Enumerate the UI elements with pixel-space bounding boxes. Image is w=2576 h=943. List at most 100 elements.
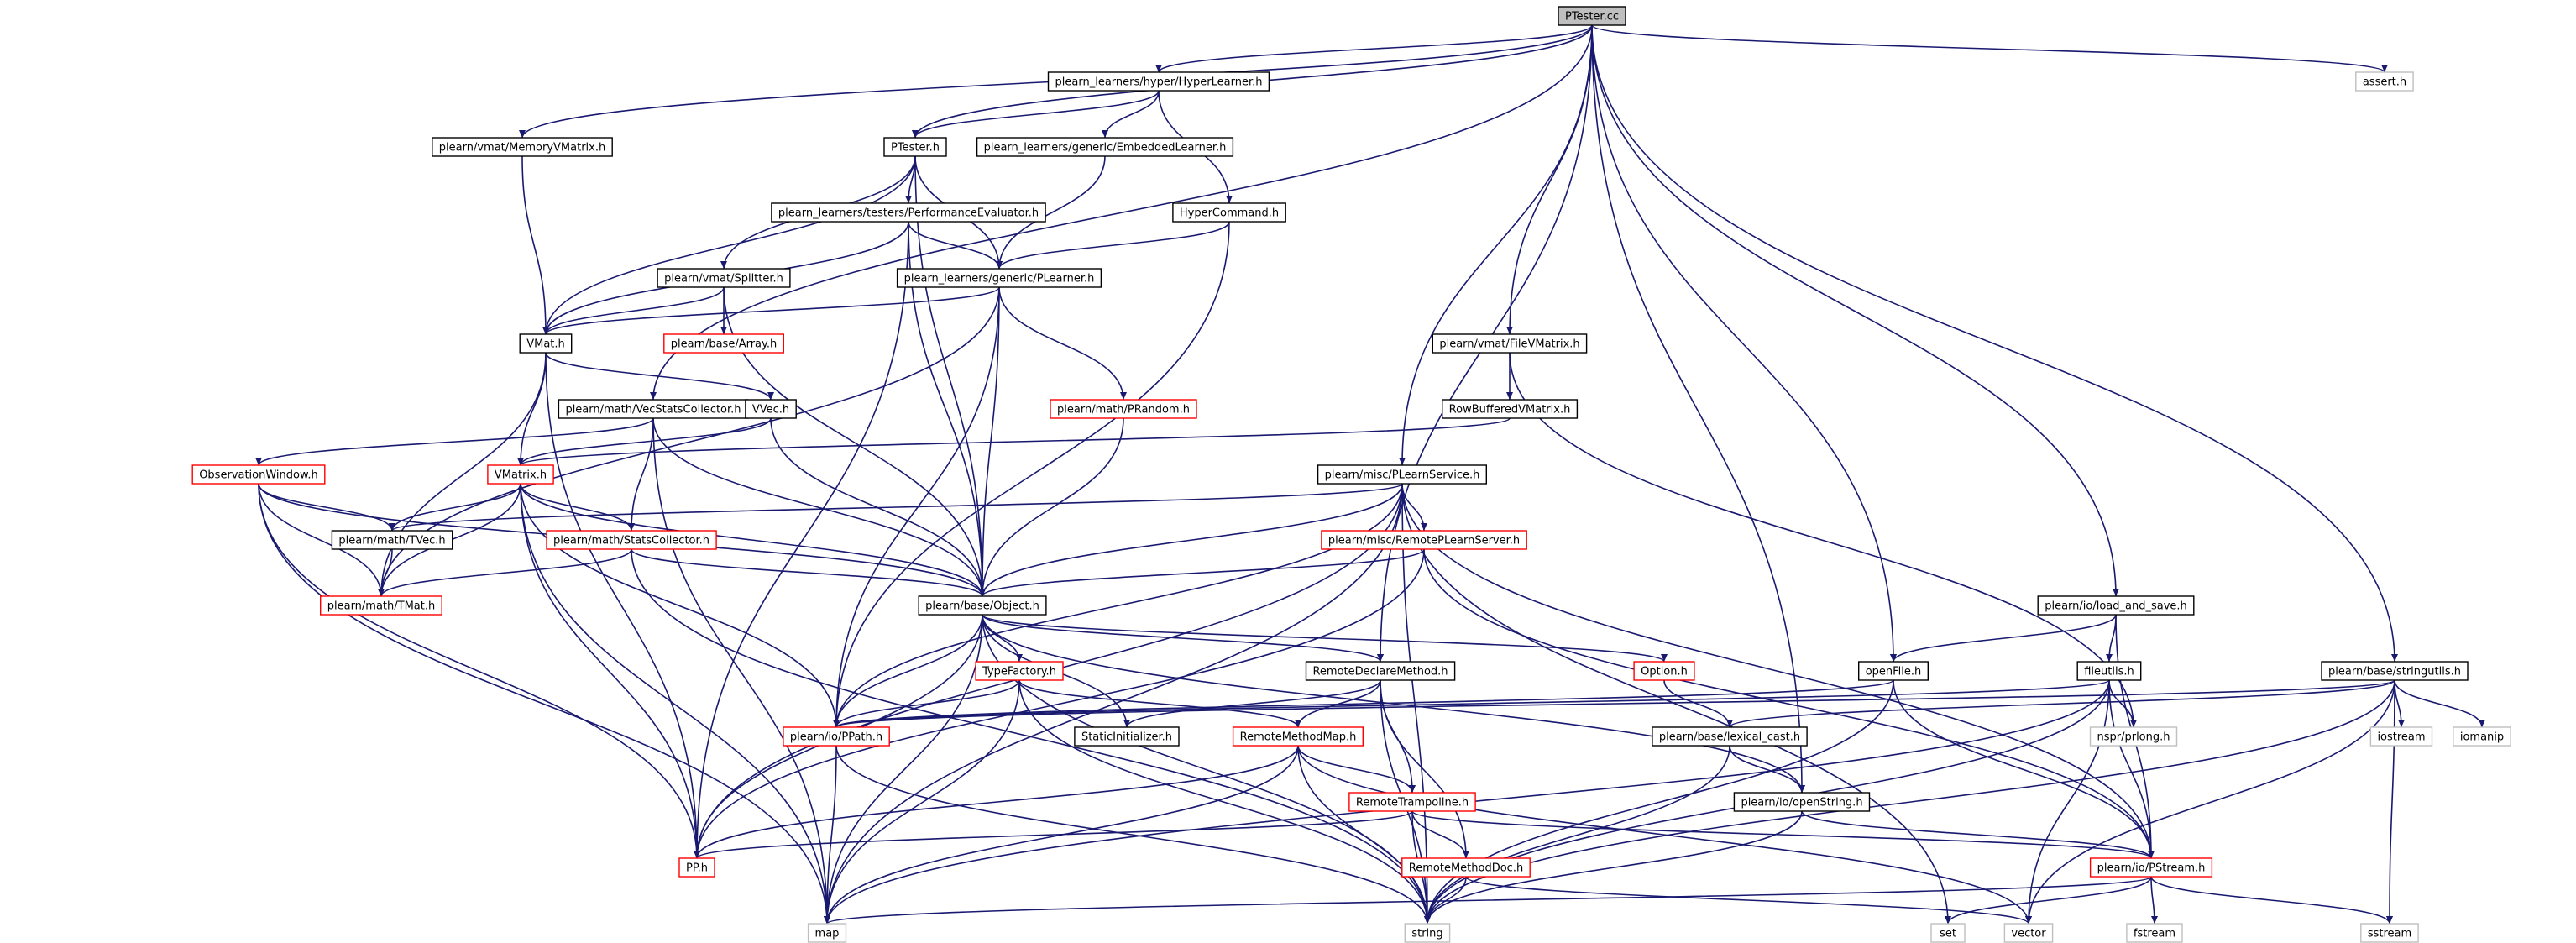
node-vmatrix[interactable]: VMatrix.h xyxy=(487,464,554,485)
node-label: vector xyxy=(2011,928,2046,940)
node-remmap[interactable]: RemoteMethodMap.h xyxy=(1232,726,1364,747)
node-hyperl[interactable]: plearn_learners/hyper/HyperLearner.h xyxy=(1047,71,1270,92)
edge-path xyxy=(982,614,1668,663)
edge-remtramp-to-remdoc xyxy=(1411,810,1469,859)
node-openfile[interactable]: openFile.h xyxy=(1857,661,1929,681)
node-label: VMat.h xyxy=(526,338,565,351)
edge-hyperl-to-embedded xyxy=(1102,90,1160,139)
node-label: assert.h xyxy=(2363,76,2406,89)
node-pstream[interactable]: plearn/io/PStream.h xyxy=(2089,857,2213,878)
edge-root-to-vecstats xyxy=(650,24,1593,401)
edge-path xyxy=(1591,24,1897,663)
node-root[interactable]: PTester.cc xyxy=(1558,6,1626,26)
edge-path xyxy=(1424,876,1467,925)
edge-path xyxy=(1591,24,1805,794)
node-remotedecl[interactable]: RemoteDeclareMethod.h xyxy=(1305,661,1456,681)
edge-path xyxy=(824,483,1403,925)
edge-perfeval-to-pp xyxy=(694,221,909,859)
node-statscol[interactable]: plearn/math/StatsCollector.h xyxy=(546,530,717,550)
node-box xyxy=(807,923,847,943)
node-ppath[interactable]: plearn/io/PPath.h xyxy=(783,726,890,747)
edge-path xyxy=(1401,483,1427,532)
node-box xyxy=(1074,726,1180,747)
node-option[interactable]: Option.h xyxy=(1633,661,1695,681)
node-vmat[interactable]: VMat.h xyxy=(519,333,573,354)
edge-stringutils-to-sstream xyxy=(2386,679,2395,925)
node-box xyxy=(432,137,613,157)
edge-stringutils-to-vector xyxy=(2025,679,2395,925)
node-plearner[interactable]: plearn_learners/generic/PLearner.h xyxy=(896,268,1102,288)
node-label: plearn/base/lexical_cast.h xyxy=(1659,731,1800,744)
node-perfeval[interactable]: plearn_learners/testers/PerformanceEvalu… xyxy=(771,202,1046,223)
edge-path xyxy=(1509,352,2137,728)
edge-openstring-to-string xyxy=(1424,810,1803,925)
node-tvec[interactable]: plearn/math/TVec.h xyxy=(331,530,453,550)
node-label: plearn/misc/PLearnService.h xyxy=(1325,469,1480,482)
node-embedded[interactable]: plearn_learners/generic/EmbeddedLearner.… xyxy=(976,137,1234,157)
edge-path xyxy=(833,221,1230,728)
node-box xyxy=(745,399,797,419)
edge-stringutils-to-lexcast xyxy=(1726,679,2395,728)
node-remdoc[interactable]: RemoteMethodDoc.h xyxy=(1401,857,1531,878)
edge-path xyxy=(833,679,1894,728)
edge-pstream-to-fstream xyxy=(2150,876,2158,925)
edge-fileutils-to-vector xyxy=(2025,679,2110,925)
node-label: plearn/base/stringutils.h xyxy=(2328,666,2461,678)
node-prandom[interactable]: plearn/math/PRandom.h xyxy=(1050,399,1197,419)
node-array[interactable]: plearn/base/Array.h xyxy=(663,333,784,354)
node-plearnsvc[interactable]: plearn/misc/PLearnService.h xyxy=(1317,464,1487,485)
node-staticinit[interactable]: StaticInitializer.h xyxy=(1074,726,1180,747)
edge-remotedecl-to-remdoc xyxy=(1380,679,1469,859)
edge-path xyxy=(1102,90,1160,139)
node-vecstats[interactable]: plearn/math/VecStatsCollector.h xyxy=(558,399,749,419)
node-label: plearn/vmat/FileVMatrix.h xyxy=(1439,338,1579,351)
node-box xyxy=(2321,661,2469,681)
node-memvm[interactable]: plearn/vmat/MemoryVMatrix.h xyxy=(432,137,613,157)
node-stringutils[interactable]: plearn/base/stringutils.h xyxy=(2321,661,2469,681)
node-fileutils[interactable]: fileutils.h xyxy=(2076,661,2142,681)
edge-plearnsvc-to-string xyxy=(1401,483,1431,925)
node-box xyxy=(783,726,890,747)
node-hypercmd[interactable]: HyperCommand.h xyxy=(1172,202,1286,223)
node-remtramp[interactable]: RemoteTrampoline.h xyxy=(1348,792,1476,812)
node-vector: vector xyxy=(2003,923,2054,943)
edge-path xyxy=(652,417,986,597)
edge-typefactory-to-remmap xyxy=(1018,679,1301,728)
edge-path xyxy=(996,221,1230,270)
node-typefactory[interactable]: TypeFactory.h xyxy=(975,661,1064,681)
node-obswin[interactable]: ObservationWindow.h xyxy=(191,464,326,485)
node-tmat[interactable]: plearn/math/TMat.h xyxy=(320,595,442,616)
edge-path xyxy=(1155,24,1593,73)
node-label: fileutils.h xyxy=(2084,666,2134,678)
node-pp[interactable]: PP.h xyxy=(678,857,715,878)
node-box xyxy=(1050,399,1197,419)
node-rowbuf[interactable]: RowBufferedVMatrix.h xyxy=(1441,399,1579,419)
edge-path xyxy=(1297,745,1431,925)
node-box xyxy=(1652,726,1808,747)
edge-vecstats-to-obswin xyxy=(255,417,654,466)
node-splitter[interactable]: plearn/vmat/Splitter.h xyxy=(657,268,791,288)
node-loadsave[interactable]: plearn/io/load_and_save.h xyxy=(2037,595,2195,616)
edge-object-to-option xyxy=(982,614,1668,663)
edge-loadsave-to-openfile xyxy=(1890,614,2117,663)
node-filevm[interactable]: plearn/vmat/FileVMatrix.h xyxy=(1432,333,1588,354)
node-openstring[interactable]: plearn/io/openString.h xyxy=(1733,792,1871,812)
node-lexcast[interactable]: plearn/base/lexical_cast.h xyxy=(1652,726,1808,747)
edge-path xyxy=(824,679,1020,925)
node-label: plearn_learners/generic/EmbeddedLearner.… xyxy=(984,142,1227,155)
node-ptesterh[interactable]: PTester.h xyxy=(883,137,947,157)
edge-remdoc-to-string xyxy=(1424,876,1467,925)
node-label: plearn/vmat/Splitter.h xyxy=(664,273,783,286)
edge-root-to-filevm xyxy=(1506,24,1593,335)
edge-vmatrix-to-object xyxy=(520,483,986,597)
edge-path xyxy=(520,483,635,532)
node-remotesrv[interactable]: plearn/misc/RemotePLearnServer.h xyxy=(1321,530,1527,550)
node-box xyxy=(896,268,1102,288)
node-box xyxy=(1633,661,1695,681)
node-box xyxy=(320,595,442,616)
edge-remotesrv-to-object xyxy=(979,548,1425,597)
node-object[interactable]: plearn/base/Object.h xyxy=(918,595,1047,616)
edge-path xyxy=(833,483,1403,728)
node-vvec[interactable]: VVec.h xyxy=(745,399,797,419)
edge-object-to-typefactory xyxy=(982,614,1023,663)
